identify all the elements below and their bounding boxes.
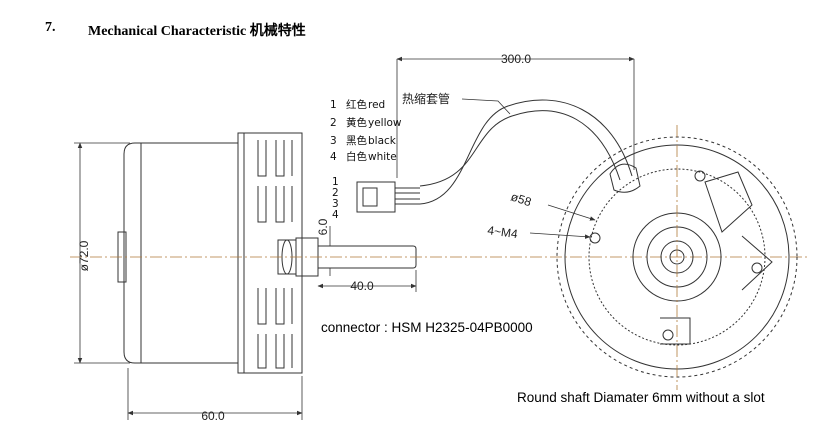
wire-4-cn: 白色: [346, 150, 367, 163]
pcd-circle: [588, 168, 766, 346]
connector-note: connector : HSM H2325-04PB0000: [321, 320, 533, 335]
connector-housing: [356, 181, 396, 213]
pin-1: 1: [332, 176, 339, 188]
shaft: [317, 245, 417, 269]
wire-3-en: black: [368, 135, 397, 147]
shaft-note: Round shaft Diamater 6mm without a slot: [517, 390, 765, 405]
wire-1-cn: 红色: [346, 98, 367, 111]
body-diameter-label: ø72.0: [77, 240, 91, 271]
body-length-label: 60.0: [201, 409, 225, 423]
pin-4: 4: [332, 209, 339, 221]
wire-1-en: red: [368, 99, 385, 111]
wire-2-en: yellow: [368, 117, 402, 129]
mount-hole-1: [589, 232, 601, 244]
wire-1-num: 1: [330, 99, 337, 111]
wire-4-en: white: [368, 151, 397, 163]
section-number: 7.: [45, 20, 56, 35]
wire-2-num: 2: [330, 117, 337, 129]
pcd-label: ø58: [509, 190, 533, 210]
mount-hole-4: [694, 170, 706, 182]
mount-hole-3: [662, 329, 674, 341]
section-heading: 7. Mechanical Characteristic 机械特性: [0, 14, 827, 39]
finned-flange: [237, 132, 303, 374]
wire-4-num: 4: [330, 151, 337, 163]
cooling-fins: [257, 140, 293, 369]
cable: [356, 56, 635, 213]
wire-legend: 1 红色 red 2 黄色 yellow 3 黑色 black 4 白色 whi…: [330, 98, 402, 163]
motor-body: [123, 142, 239, 364]
side-dimensions: [74, 142, 417, 420]
cable-exit: [609, 163, 641, 193]
pin-3: 3: [332, 198, 339, 210]
shaft-length-label: 40.0: [350, 279, 374, 293]
front-view: [529, 125, 798, 390]
heat-shrink-label: 热缩套管: [402, 91, 450, 106]
shaft-diameter-label: 6.0: [316, 218, 330, 235]
connector-pin-numbers: 1 2 3 4: [332, 176, 339, 221]
wire-3-num: 3: [330, 135, 337, 147]
mount-holes-label: 4~M4: [487, 223, 519, 241]
wire-3-cn: 黑色: [346, 134, 367, 147]
section-title: Mechanical Characteristic 机械特性: [88, 24, 306, 39]
wire-2-cn: 黄色: [346, 116, 367, 129]
pin-2: 2: [332, 187, 339, 199]
side-view: [117, 132, 417, 374]
mount-hole-2: [751, 262, 763, 274]
cable-length-label: 300.0: [501, 52, 531, 66]
